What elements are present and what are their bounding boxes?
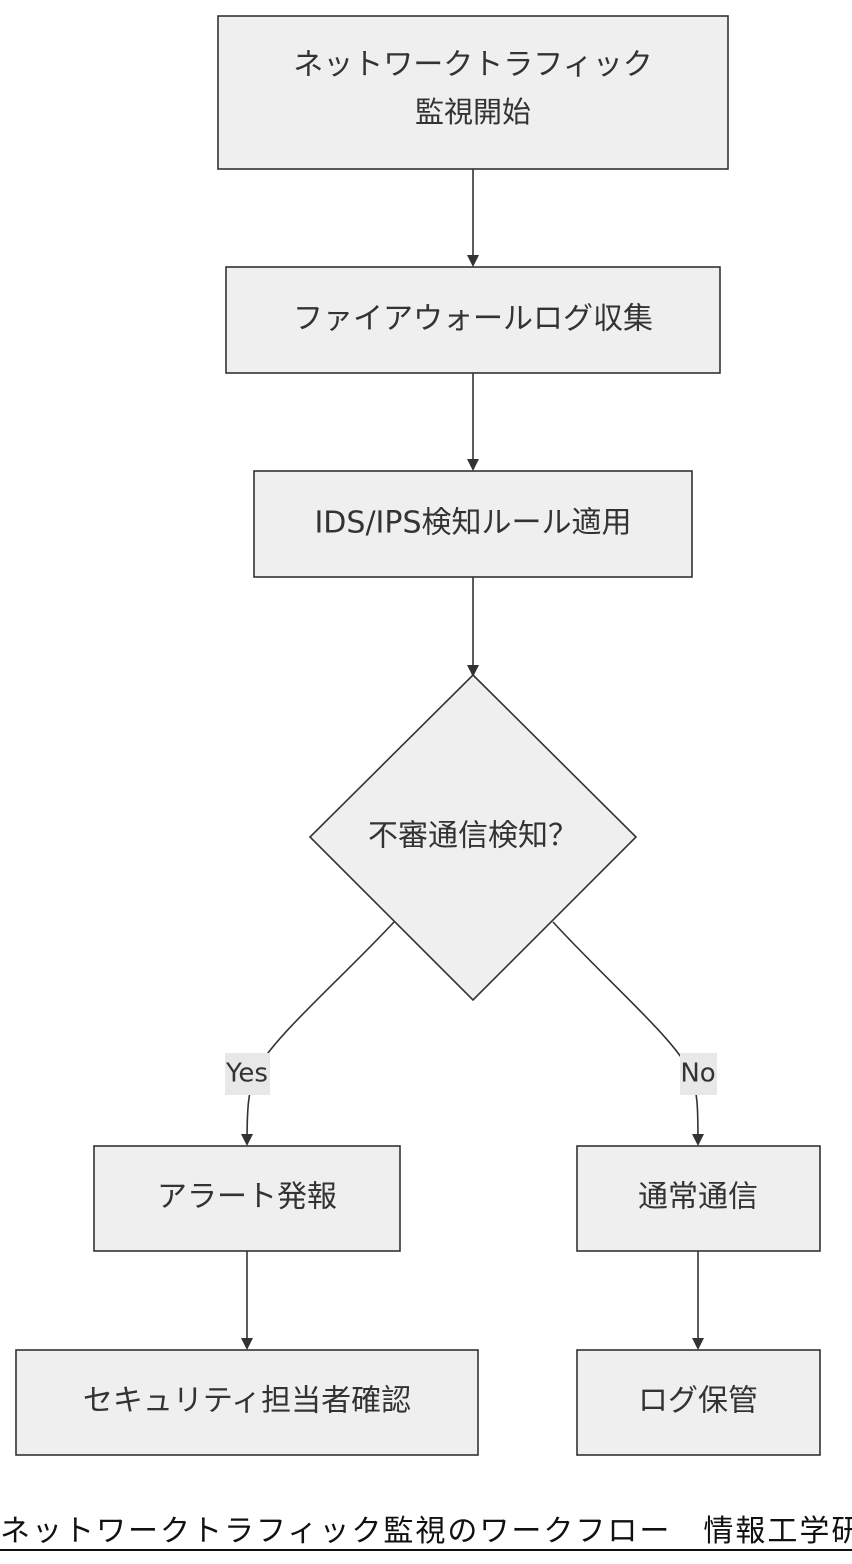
edge-label-yes-text: Yes bbox=[225, 1059, 268, 1089]
node-normal: 通常通信 bbox=[576, 1145, 821, 1252]
node-security-check-label: セキュリティ担当者確認 bbox=[83, 1384, 411, 1419]
node-normal-label: 通常通信 bbox=[638, 1180, 758, 1215]
caption-underline bbox=[0, 1549, 852, 1551]
edge-label-no-text: No bbox=[680, 1059, 715, 1089]
edge-decision-yes bbox=[241, 921, 395, 1146]
node-collect-logs: ファイアウォールログ収集 bbox=[225, 266, 721, 374]
node-apply-rules: IDS/IPS検知ルール適用 bbox=[253, 470, 693, 578]
edge-label-no: No bbox=[680, 1053, 717, 1095]
flowchart: Yes No ネットワークトラフィック 監視開始 ファイアウォールログ収集 ID… bbox=[15, 15, 821, 1456]
node-alert: アラート発報 bbox=[93, 1145, 401, 1252]
edge-decision-no bbox=[552, 921, 704, 1146]
diagram-caption: ネットワークトラフィック監視のワークフロー 情報工学研 bbox=[0, 1514, 852, 1549]
node-decision-label: 不審通信検知？ bbox=[368, 819, 578, 854]
node-security-check: セキュリティ担当者確認 bbox=[15, 1349, 479, 1456]
node-apply-rules-label: IDS/IPS検知ルール適用 bbox=[314, 506, 631, 541]
node-log-store-label: ログ保管 bbox=[638, 1384, 758, 1419]
node-start-line1: ネットワークトラフィック bbox=[293, 48, 652, 83]
node-start-line2: 監視開始 bbox=[415, 95, 531, 129]
node-collect-logs-label: ファイアウォールログ収集 bbox=[293, 302, 653, 337]
edge-label-yes: Yes bbox=[225, 1053, 270, 1095]
node-start: ネットワークトラフィック 監視開始 bbox=[217, 15, 729, 170]
node-decision: 不審通信検知？ bbox=[308, 673, 638, 1002]
node-alert-label: アラート発報 bbox=[157, 1180, 337, 1215]
node-log-store: ログ保管 bbox=[576, 1349, 821, 1456]
